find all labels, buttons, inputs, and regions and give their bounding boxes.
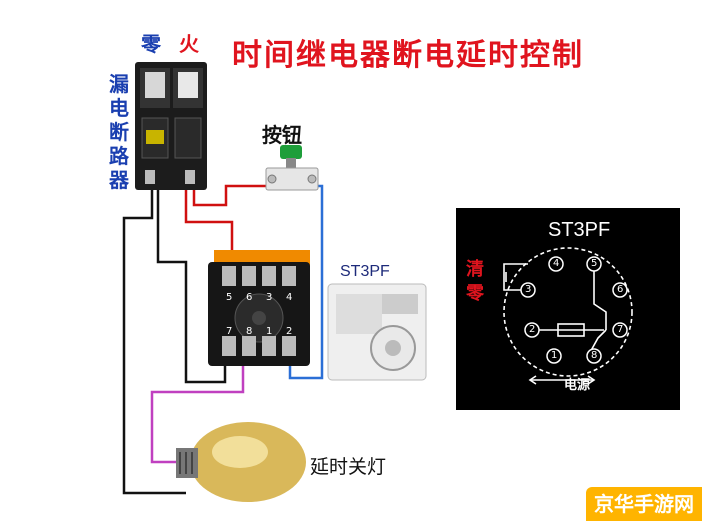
light-bulb xyxy=(176,422,306,502)
button-label: 按钮 xyxy=(262,123,302,147)
base-pin-bottom: 7 xyxy=(226,326,233,337)
schematic-pin-number: 6 xyxy=(617,284,624,295)
live-wire xyxy=(184,184,270,262)
base-pin-bottom: 2 xyxy=(286,326,293,337)
base-pin-top: 6 xyxy=(246,292,253,303)
st3pf-relay xyxy=(327,283,427,381)
schematic-pin xyxy=(546,348,562,364)
base-pin-top: 5 xyxy=(226,292,233,303)
schematic-pin xyxy=(612,322,628,338)
watermark: 京华手游网 xyxy=(586,487,702,521)
circuit-breaker: OFF xyxy=(135,62,207,190)
lamp-label: 延时关灯 xyxy=(310,456,387,478)
power-label: 电源 xyxy=(564,378,591,393)
schematic-pin-number: 5 xyxy=(591,258,598,269)
relay-base xyxy=(208,250,310,366)
schematic-pin xyxy=(586,256,602,272)
schematic-pin xyxy=(586,348,602,364)
push-button xyxy=(265,145,319,191)
breaker-label: 漏电断路器 xyxy=(109,72,129,192)
base-pin-bottom: 8 xyxy=(246,326,253,337)
device-label: ST3PF xyxy=(340,263,390,280)
schematic-pin-number: 2 xyxy=(529,324,536,335)
schematic-pin-number: 1 xyxy=(551,350,558,361)
schematic-pin-number: 3 xyxy=(525,284,532,295)
schematic-pin xyxy=(524,322,540,338)
schematic-title: ST3PF xyxy=(548,219,611,241)
lamp-wire xyxy=(150,362,245,464)
schematic-pin-number: 7 xyxy=(617,324,624,335)
schematic-pin xyxy=(548,256,564,272)
live-label: 火 xyxy=(179,32,199,56)
schematic-diagram xyxy=(503,247,633,385)
schematic-pin xyxy=(520,282,536,298)
base-pin-bottom: 1 xyxy=(266,326,273,337)
base-pin-top: 3 xyxy=(266,292,273,303)
button-wire xyxy=(288,184,324,380)
neutral-wire xyxy=(122,188,227,495)
neutral-label: 零 xyxy=(141,32,161,56)
schematic-pin-number: 8 xyxy=(591,350,598,361)
base-pin-top: 4 xyxy=(286,292,293,303)
schematic-pin-number: 4 xyxy=(553,258,560,269)
diagram-title: 时间继电器断电延时控制 xyxy=(232,38,584,73)
clear-label: 清零 xyxy=(466,259,484,304)
schematic-pin xyxy=(612,282,628,298)
